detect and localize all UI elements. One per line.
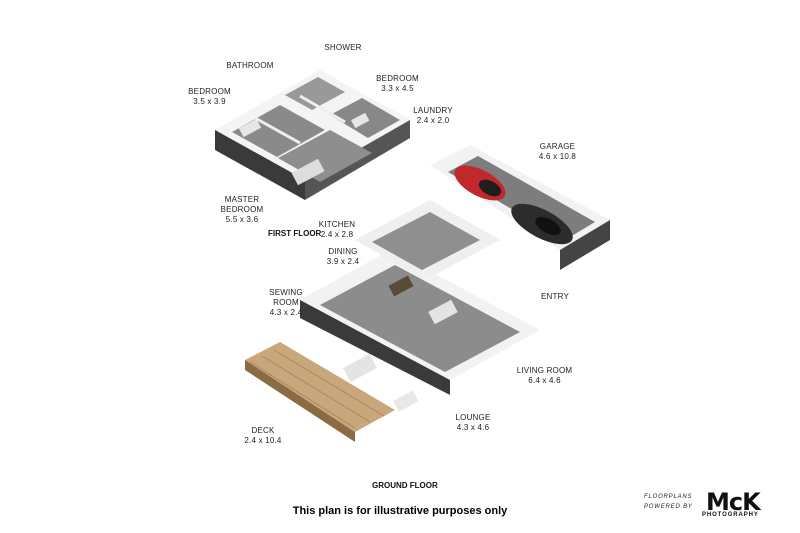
first-floor-title: FIRST FLOOR: [268, 229, 322, 238]
label-bathroom: BATHROOM: [226, 61, 274, 70]
ground-floor-title: GROUND FLOOR: [372, 481, 438, 490]
label-entry: ENTRY: [541, 292, 569, 301]
brand-sub: PHOTOGRAPHY: [702, 512, 759, 518]
brand-logo-mark: McK: [706, 488, 761, 516]
brand-logo: FLOORPLANS POWERED BY McK PHOTOGRAPHY: [640, 488, 770, 520]
first-floor-plan: [215, 70, 410, 200]
cars: [454, 165, 573, 245]
label-shower: SHOWER: [324, 43, 362, 52]
disclaimer-text: This plan is for illustrative purposes o…: [292, 505, 508, 517]
brand-line-1: FLOORPLANS: [644, 494, 693, 500]
brand-line-2: POWERED BY: [644, 504, 693, 510]
